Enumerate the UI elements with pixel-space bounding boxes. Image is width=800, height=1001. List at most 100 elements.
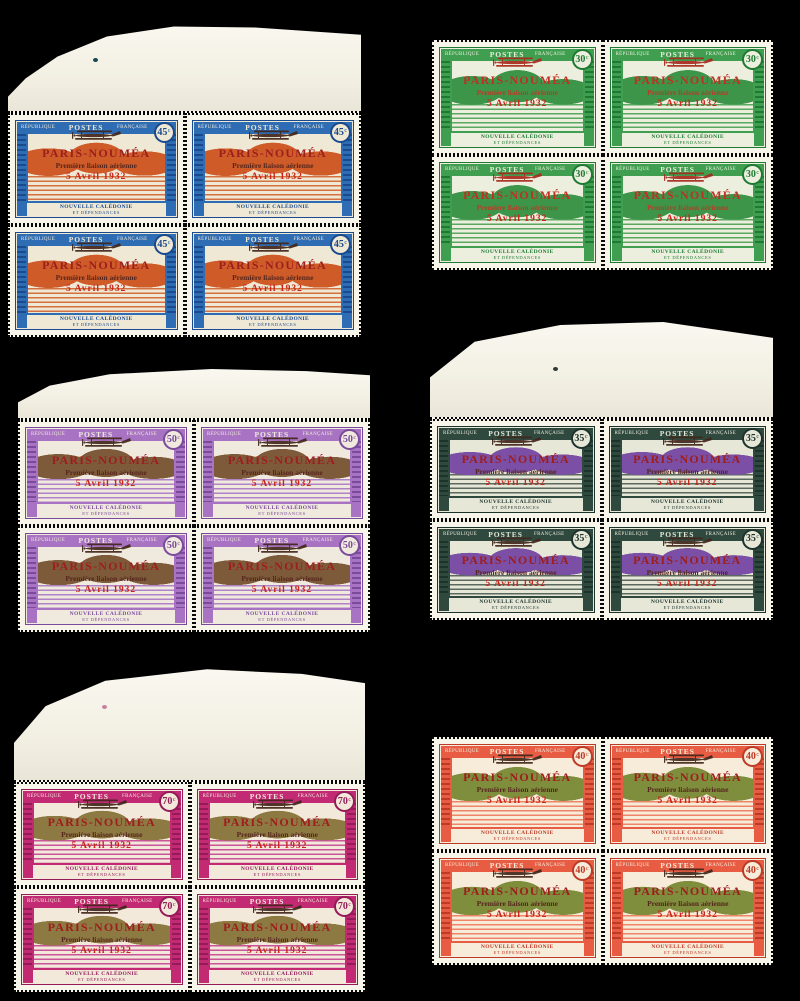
header-republique: RÉPUBLIQUE	[445, 749, 480, 754]
value-number: 40	[745, 864, 756, 876]
value-currency: c	[756, 534, 760, 540]
header-postes: POSTES	[254, 536, 290, 545]
header-republique: RÉPUBLIQUE	[443, 431, 478, 436]
footer-line2: ET DÉPENDANCES	[493, 255, 541, 261]
value-circle: 70 c	[158, 791, 180, 812]
value-currency: c	[756, 433, 760, 440]
value-currency: c	[348, 901, 352, 908]
stamp-footer: NOUVELLE CALÉDONIE ET DÉPENDANCES	[33, 970, 171, 983]
value-circle: 45 c	[153, 122, 175, 143]
stamp-header: RÉPUBLIQUE POSTES FRANÇAISE	[445, 746, 566, 757]
value-number: 40	[745, 750, 756, 762]
block-50c-violet-stamp-1: RÉPUBLIQUE POSTES FRANÇAISE 50 c NOUVELL…	[18, 420, 194, 526]
value-currency: c	[585, 54, 589, 61]
header-postes: POSTES	[660, 747, 695, 756]
stamp-header: RÉPUBLIQUE POSTES FRANÇAISE	[207, 429, 333, 440]
value-currency: c	[344, 127, 348, 134]
footer-line2: ET DÉPENDANCES	[72, 210, 120, 216]
vignette-landscape	[450, 440, 582, 496]
left-ornament-column	[611, 61, 621, 131]
left-ornament-column	[203, 441, 212, 502]
vignette-landscape	[452, 758, 583, 827]
right-ornament-column	[583, 440, 593, 496]
value-number: 70	[162, 795, 173, 807]
header-francaise: FRANÇAISE	[705, 749, 736, 754]
header-francaise: FRANÇAISE	[293, 237, 324, 242]
right-ornament-column	[755, 872, 764, 941]
header-francaise: FRANÇAISE	[535, 167, 566, 172]
value-currency: c	[584, 534, 588, 540]
left-ornament-column	[198, 908, 208, 968]
header-republique: RÉPUBLIQUE	[615, 749, 650, 754]
left-ornament-column	[23, 803, 32, 863]
header-postes: POSTES	[74, 897, 109, 906]
header-republique: RÉPUBLIQUE	[21, 125, 56, 130]
footer-line2: ET DÉPENDANCES	[493, 836, 541, 842]
value-currency: c	[344, 239, 348, 246]
footer-line1: NOUVELLE CALÉDONIE	[651, 249, 725, 255]
block-30c-green: RÉPUBLIQUE POSTES FRANÇAISE 30 c NOUVELL…	[432, 40, 773, 270]
header-republique: RÉPUBLIQUE	[21, 237, 56, 242]
stamp-footer: NOUVELLE CALÉDONIE ET DÉPENDANCES	[451, 829, 584, 842]
header-francaise: FRANÇAISE	[705, 52, 736, 57]
footer-line2: ET DÉPENDANCES	[253, 872, 301, 878]
stamp-header: RÉPUBLIQUE POSTES FRANÇAISE	[27, 896, 153, 907]
footer-line2: ET DÉPENDANCES	[493, 140, 541, 146]
value-number: 70	[162, 900, 173, 912]
stamp-frame: RÉPUBLIQUE POSTES FRANÇAISE 40 c NOUVELL…	[609, 858, 766, 958]
value-number: 50	[342, 433, 353, 445]
footer-line1: NOUVELLE CALÉDONIE	[245, 611, 319, 617]
stamp-footer: NOUVELLE CALÉDONIE ET DÉPENDANCES	[37, 610, 175, 623]
header-postes: POSTES	[78, 430, 114, 439]
block-70c-carmine-stamp-1: RÉPUBLIQUE POSTES FRANÇAISE 70 c NOUVELL…	[14, 782, 190, 887]
stamp-frame: RÉPUBLIQUE POSTES FRANÇAISE 40 c NOUVELL…	[439, 744, 596, 844]
value-number: 45	[333, 238, 344, 250]
footer-line2: ET DÉPENDANCES	[492, 504, 540, 510]
header-republique: RÉPUBLIQUE	[614, 431, 649, 436]
stamp-header: RÉPUBLIQUE POSTES FRANÇAISE	[27, 791, 153, 802]
block-70c-carmine-stamp-2: RÉPUBLIQUE POSTES FRANÇAISE 70 c NOUVELL…	[189, 782, 365, 887]
value-number: 45	[157, 126, 168, 138]
vignette-landscape	[38, 547, 174, 608]
value-number: 30	[575, 53, 586, 65]
vignette-landscape	[209, 908, 345, 968]
footer-line1: NOUVELLE CALÉDONIE	[480, 249, 554, 255]
footer-line1: NOUVELLE CALÉDONIE	[245, 505, 319, 511]
value-number: 50	[166, 433, 177, 445]
value-circle: 40 c	[571, 860, 593, 881]
header-francaise: FRANÇAISE	[302, 538, 333, 543]
value-circle: 45 c	[330, 234, 351, 255]
value-circle: 40 c	[742, 860, 763, 881]
right-ornament-column	[584, 758, 594, 827]
value-currency: c	[584, 433, 588, 440]
stamp-frame: RÉPUBLIQUE POSTES FRANÇAISE 50 c NOUVELL…	[201, 427, 363, 519]
stamp-header: RÉPUBLIQUE POSTES FRANÇAISE	[615, 529, 737, 540]
right-ornament-column	[352, 547, 361, 608]
value-currency: c	[353, 540, 357, 547]
block-40c-vermilion-stamp-2: RÉPUBLIQUE POSTES FRANÇAISE 40 c NOUVELL…	[602, 737, 773, 851]
left-ornament-column	[441, 176, 450, 246]
value-circle: 50 c	[163, 429, 184, 450]
stamp-header: RÉPUBLIQUE POSTES FRANÇAISE	[443, 529, 565, 540]
right-ornament-column	[755, 61, 764, 131]
footer-line1: NOUVELLE CALÉDONIE	[65, 866, 139, 872]
stamp-footer: NOUVELLE CALÉDONIE ET DÉPENDANCES	[451, 248, 584, 261]
stamp-footer: NOUVELLE CALÉDONIE ET DÉPENDANCES	[621, 248, 754, 261]
stamp-frame: RÉPUBLIQUE POSTES FRANÇAISE 45 c NOUVELL…	[15, 120, 178, 218]
header-republique: RÉPUBLIQUE	[202, 899, 237, 904]
value-number: 30	[745, 168, 756, 180]
header-republique: RÉPUBLIQUE	[445, 863, 480, 868]
header-postes: POSTES	[74, 792, 109, 801]
value-circle: 35 c	[742, 528, 763, 550]
stamp-header: RÉPUBLIQUE POSTES FRANÇAISE	[203, 791, 329, 802]
footer-line1: NOUVELLE CALÉDONIE	[240, 866, 314, 872]
value-currency: c	[172, 901, 176, 908]
header-postes: POSTES	[249, 897, 285, 906]
block-50c-violet-stamp-3: RÉPUBLIQUE POSTES FRANÇAISE 50 c NOUVELL…	[18, 526, 194, 632]
stamp-frame: RÉPUBLIQUE POSTES FRANÇAISE 30 c NOUVELL…	[609, 162, 766, 263]
stamp-footer: NOUVELLE CALÉDONIE ET DÉPENDANCES	[37, 504, 175, 517]
right-ornament-column	[584, 872, 594, 941]
block-50c-violet-stamp-4: RÉPUBLIQUE POSTES FRANÇAISE 50 c NOUVELL…	[194, 526, 370, 632]
footer-line2: ET DÉPENDANCES	[258, 617, 306, 623]
block-30c-green-stamp-1: RÉPUBLIQUE POSTES FRANÇAISE 30 c NOUVELL…	[432, 40, 603, 155]
